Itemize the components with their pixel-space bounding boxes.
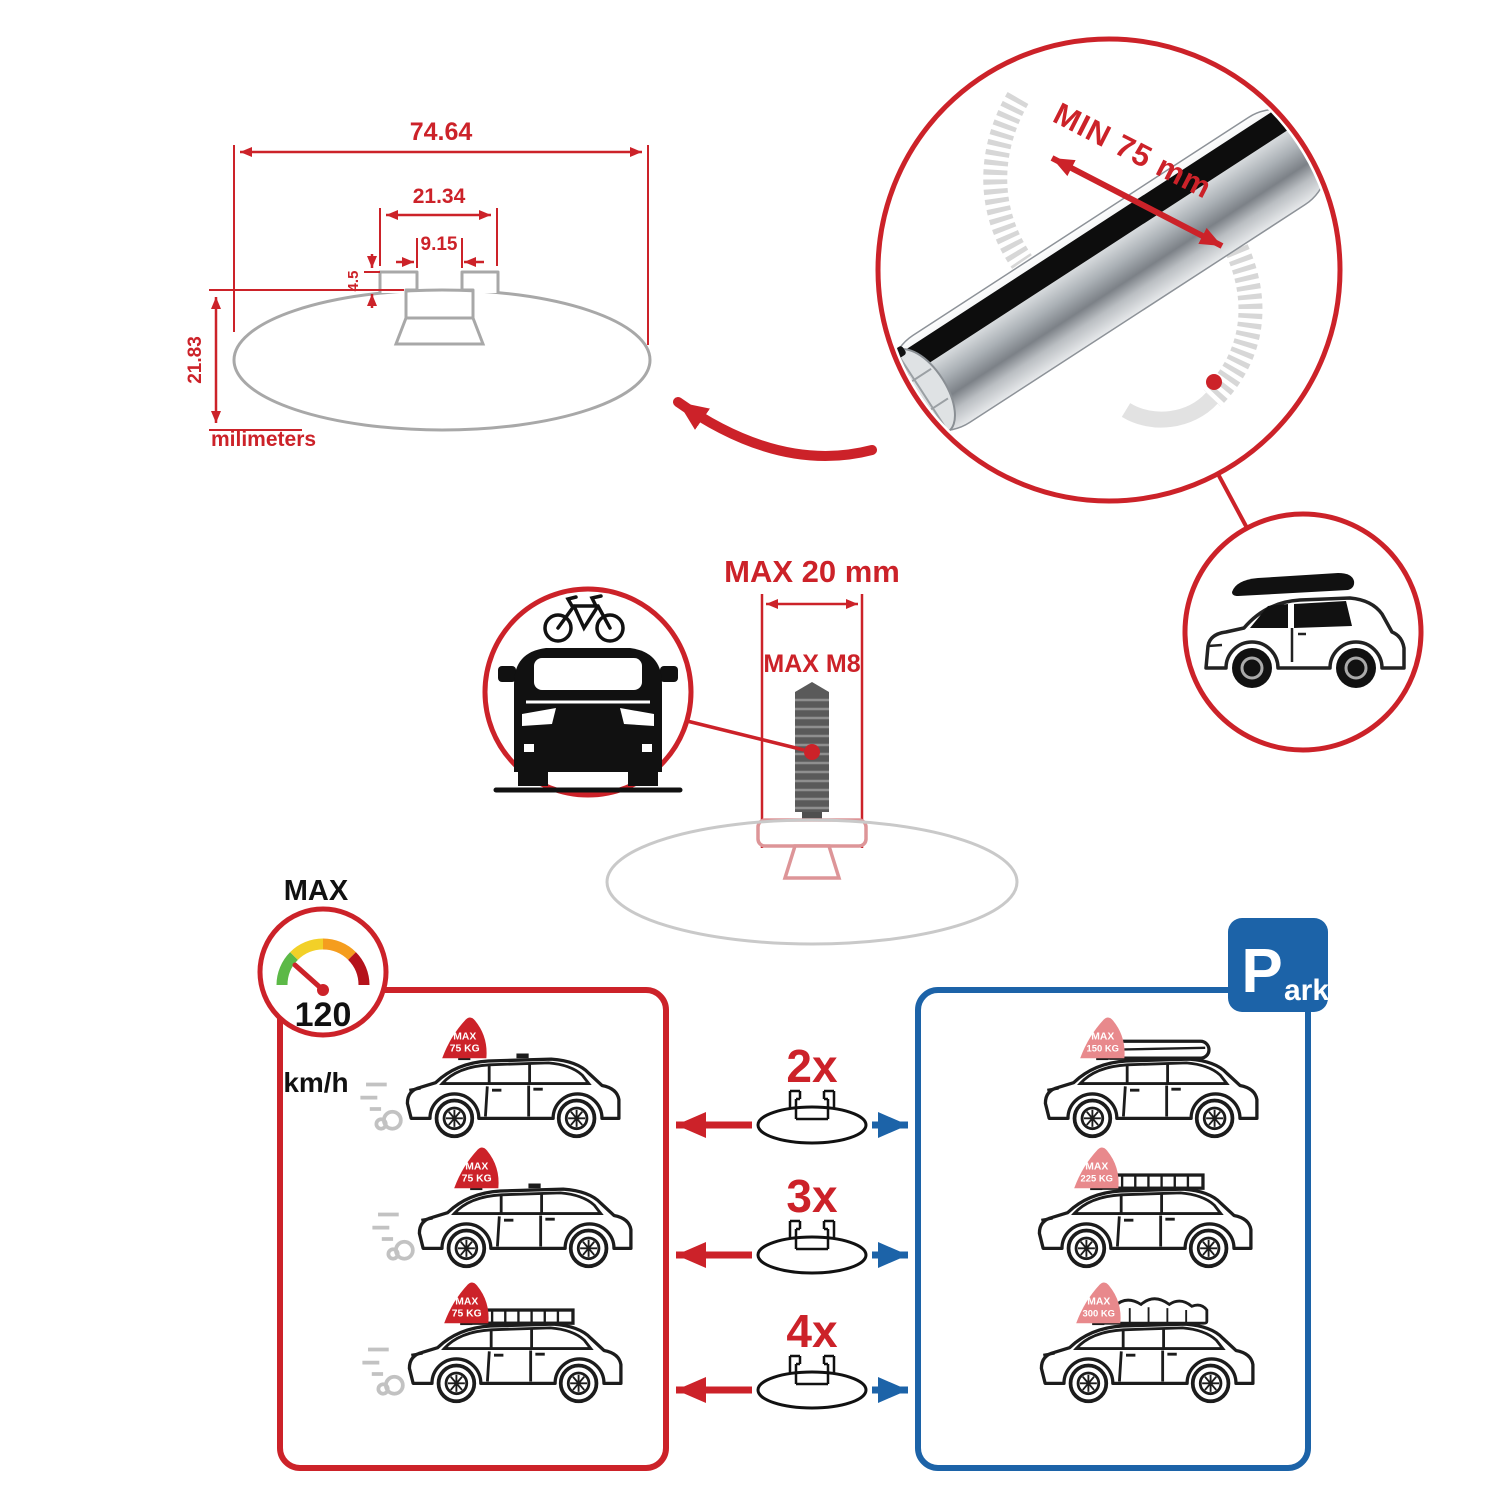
multiplier-label: 2x	[786, 1040, 838, 1092]
driving-car-row-3: MAX 75 KG	[360, 1282, 623, 1404]
ghost-strap-right	[1203, 226, 1263, 407]
parked-car-row-2: MAX 225 KG	[1037, 1147, 1253, 1269]
bicycle-icon	[543, 594, 625, 643]
driving-car-row-2: MAX 75 KG	[370, 1147, 633, 1269]
lip-depth-label: 4.5	[345, 271, 362, 292]
flag-max: MAX	[453, 1031, 476, 1042]
bolt-point-dot	[804, 744, 820, 760]
speedometer-gauge-icon	[276, 938, 370, 986]
multiplier-row-3: 4x	[676, 1305, 908, 1410]
speedometer-pivot	[317, 984, 329, 996]
multiplier-row-1: 2x	[676, 1040, 908, 1145]
speed-value: 120	[295, 996, 352, 1034]
dim-channel-width-ext	[379, 208, 498, 266]
park-sign-square	[1228, 918, 1328, 1012]
flag-kg: 75 KG	[450, 1044, 480, 1055]
flag-max: MAX	[1091, 1031, 1114, 1042]
parked-car-row-3: MAX 300 KG	[1039, 1282, 1255, 1404]
speed-unit: km/h	[283, 1067, 348, 1098]
bar-profile-ellipse	[232, 288, 652, 432]
flag-kg: 225 KG	[1081, 1173, 1113, 1184]
park-sign: P ark	[1228, 918, 1329, 1012]
dim-total-width-ext	[233, 145, 649, 345]
driving-car-row-1: MAX 75 KG	[358, 1017, 621, 1139]
detail-pointer-arrow	[673, 397, 877, 461]
car-front-icon	[493, 648, 683, 793]
suv-with-roofbox-icon	[1204, 573, 1406, 688]
dim-height-ext	[209, 289, 378, 431]
bar-detail-circle: MIN 75 mm	[875, 36, 1343, 504]
bolt-diagram: MAX 20 mm MAX M8	[605, 554, 1019, 946]
flag-max: MAX	[455, 1296, 478, 1307]
min-clamp-arrow	[1050, 155, 1224, 249]
load-flag: MAX 75 KG	[454, 1147, 499, 1189]
t-slot-cavity	[393, 317, 486, 346]
park-sign-p: P	[1241, 937, 1282, 1006]
ghost-bar-profile	[605, 818, 1019, 946]
total-width-label: 74.64	[410, 118, 473, 146]
max-thread-label: MAX M8	[763, 650, 860, 678]
speed-limit-badge: MAX 120 km/h	[257, 875, 389, 1098]
flag-max: MAX	[1087, 1296, 1110, 1307]
vehicle-circle	[1182, 511, 1424, 753]
car-front-circle	[482, 586, 694, 798]
multiplier-label: 4x	[786, 1305, 838, 1357]
ghost-strap-left	[983, 92, 1033, 269]
load-flag: MAX 225 KG	[1074, 1147, 1119, 1189]
flag-kg: 150 KG	[1087, 1043, 1119, 1054]
cross-section-diagram: 74.64 21.34 9.15 4.5 21.83 milimeters	[185, 118, 652, 451]
clamp-point-dot	[1206, 374, 1222, 390]
speedometer-circle	[257, 906, 389, 1038]
flag-max: MAX	[1085, 1161, 1108, 1172]
multiplier-label: 3x	[786, 1170, 838, 1222]
flag-max: MAX	[465, 1161, 488, 1172]
multiplier-row-2: 3x	[676, 1170, 908, 1275]
max-bolt-width-label: MAX 20 mm	[724, 554, 900, 589]
load-flag: MAX 75 KG	[442, 1017, 487, 1059]
height-label: 21.83	[185, 336, 206, 384]
t-slot-profile	[378, 270, 500, 320]
flag-kg: 75 KG	[462, 1174, 492, 1185]
ghost-strap-bottom	[1121, 392, 1218, 428]
circle-connector-line	[1216, 473, 1249, 529]
load-flag: MAX 300 KG	[1076, 1282, 1121, 1324]
bolt-width-ext-lines	[760, 594, 864, 848]
flag-kg: 75 KG	[452, 1309, 482, 1320]
load-flag: MAX 75 KG	[444, 1282, 489, 1324]
bolt-connector-line	[686, 719, 805, 752]
t-adapter-icon	[756, 818, 868, 880]
flag-kg: 300 KG	[1083, 1308, 1115, 1319]
speed-max-label: MAX	[284, 875, 349, 907]
park-sign-ark: ark	[1284, 974, 1329, 1007]
speedometer-needle	[292, 962, 326, 993]
unit-label: milimeters	[211, 428, 316, 451]
dim-slot-ext	[416, 238, 463, 268]
channel-width-label: 21.34	[413, 185, 466, 208]
parked-car-row-1: MAX 150 KG	[1043, 1017, 1259, 1139]
slot-width-label: 9.15	[421, 234, 458, 255]
load-flag: MAX 150 KG	[1080, 1017, 1125, 1059]
